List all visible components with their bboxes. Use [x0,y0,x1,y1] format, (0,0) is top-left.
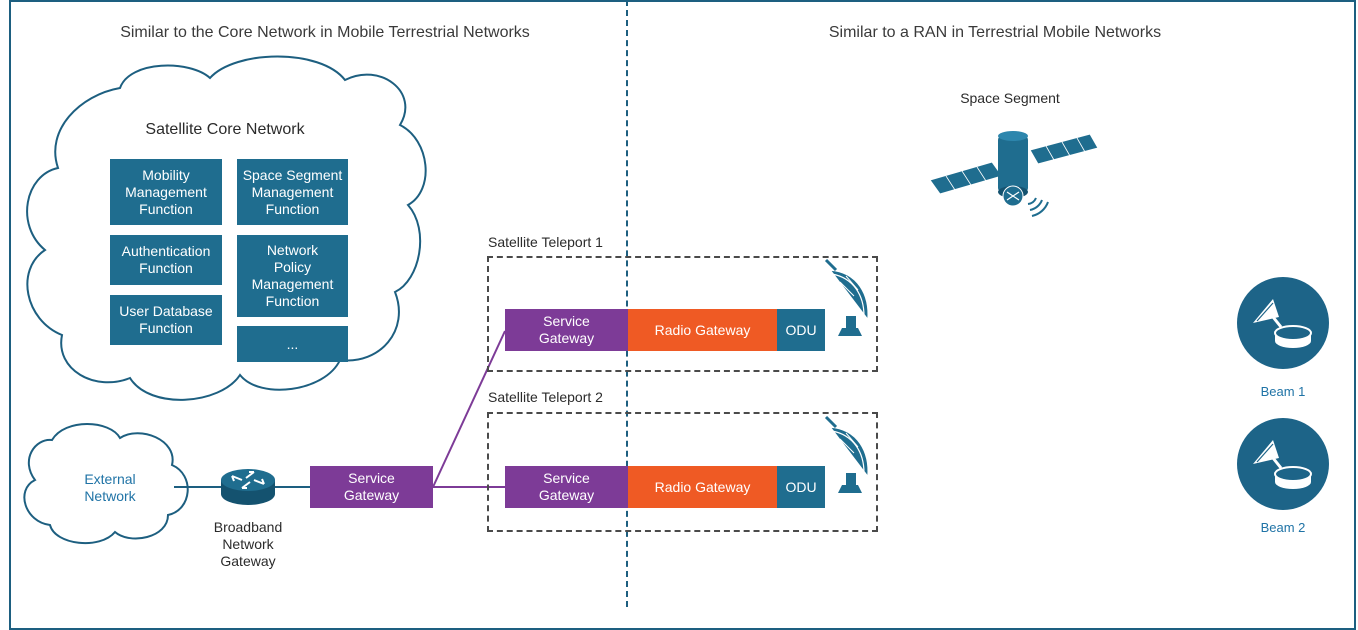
authentication-function: Authentication Function [110,235,222,285]
core-side-heading: Similar to the Core Network in Mobile Te… [120,24,530,41]
mobility-management-function: Mobility Management Function [110,159,222,225]
external-network-label: External Network [84,471,136,504]
core-ran-divider [626,0,628,607]
user-database-function: User Database Function [110,295,222,345]
core-network-cloud [26,55,427,401]
satellite-dish-icon [824,258,869,336]
satellite-icon [929,131,1099,217]
teleport-1-odu: ODU [777,309,825,351]
teleport-2-radio-gateway: Radio Gateway [628,466,777,508]
teleport-1-radio-gateway: Radio Gateway [628,309,777,351]
beam-2-icon [1237,418,1329,510]
teleport-1-boundary [487,256,878,372]
teleport-1-service-gateway: Service Gateway [505,309,628,351]
more-functions-box: ... [237,326,348,362]
space-segment-label: Space Segment [960,90,1060,106]
beam-1-label: Beam 1 [1260,384,1306,399]
satellite-dish-icon [824,415,869,493]
teleport-2-odu: ODU [777,466,825,508]
router-icon [221,469,275,505]
link-sg-to-teleport-1 [432,330,506,488]
teleport-2-boundary [487,412,878,532]
beam-2-label: Beam 2 [1260,520,1306,535]
teleport-2-title: Satellite Teleport 2 [488,389,603,405]
diagram-stage: Similar to the Core Network in Mobile Te… [9,0,1356,630]
teleport-1-title: Satellite Teleport 1 [488,234,603,250]
space-segment-management-function: Space Segment Management Function [237,159,348,225]
broadband-network-gateway-label: Broadband Network Gateway [213,519,283,569]
external-network-cloud [23,423,189,545]
network-policy-management-function: Network Policy Management Function [237,235,348,317]
core-network-title: Satellite Core Network [145,121,305,138]
ran-side-heading: Similar to a RAN in Terrestrial Mobile N… [828,24,1162,41]
network-links [174,330,506,488]
teleport-2-service-gateway: Service Gateway [505,466,628,508]
beam-1-icon [1237,277,1329,369]
core-service-gateway: Service Gateway [310,466,433,508]
